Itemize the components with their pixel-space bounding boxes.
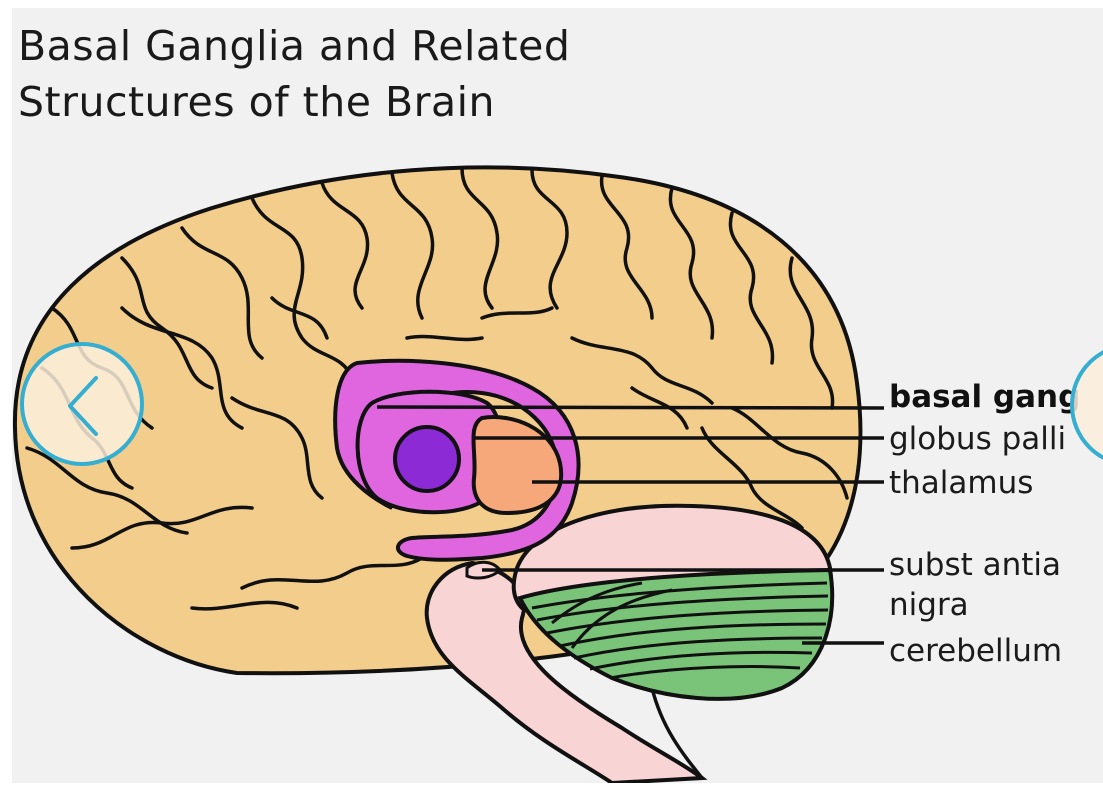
page-title: Basal Ganglia and Related Structures of … bbox=[18, 18, 570, 130]
globus-pallidus bbox=[395, 427, 459, 491]
label-substantia-nigra-line1: subst antia bbox=[889, 547, 1061, 583]
label-basal-ganglia: basal gang bbox=[889, 379, 1080, 415]
previous-button[interactable] bbox=[22, 344, 142, 464]
title-line-1: Basal Ganglia and Related bbox=[18, 18, 570, 74]
label-cerebellum: cerebellum bbox=[889, 633, 1062, 669]
label-globus-pallidus: globus palli bbox=[889, 421, 1066, 457]
image-viewer: basal gang globus palli thalamus subst a… bbox=[12, 8, 1103, 783]
title-line-2: Structures of the Brain bbox=[18, 74, 570, 130]
next-button[interactable] bbox=[1072, 345, 1103, 465]
label-thalamus: thalamus bbox=[889, 465, 1033, 501]
label-substantia-nigra-line2: nigra bbox=[889, 587, 969, 623]
